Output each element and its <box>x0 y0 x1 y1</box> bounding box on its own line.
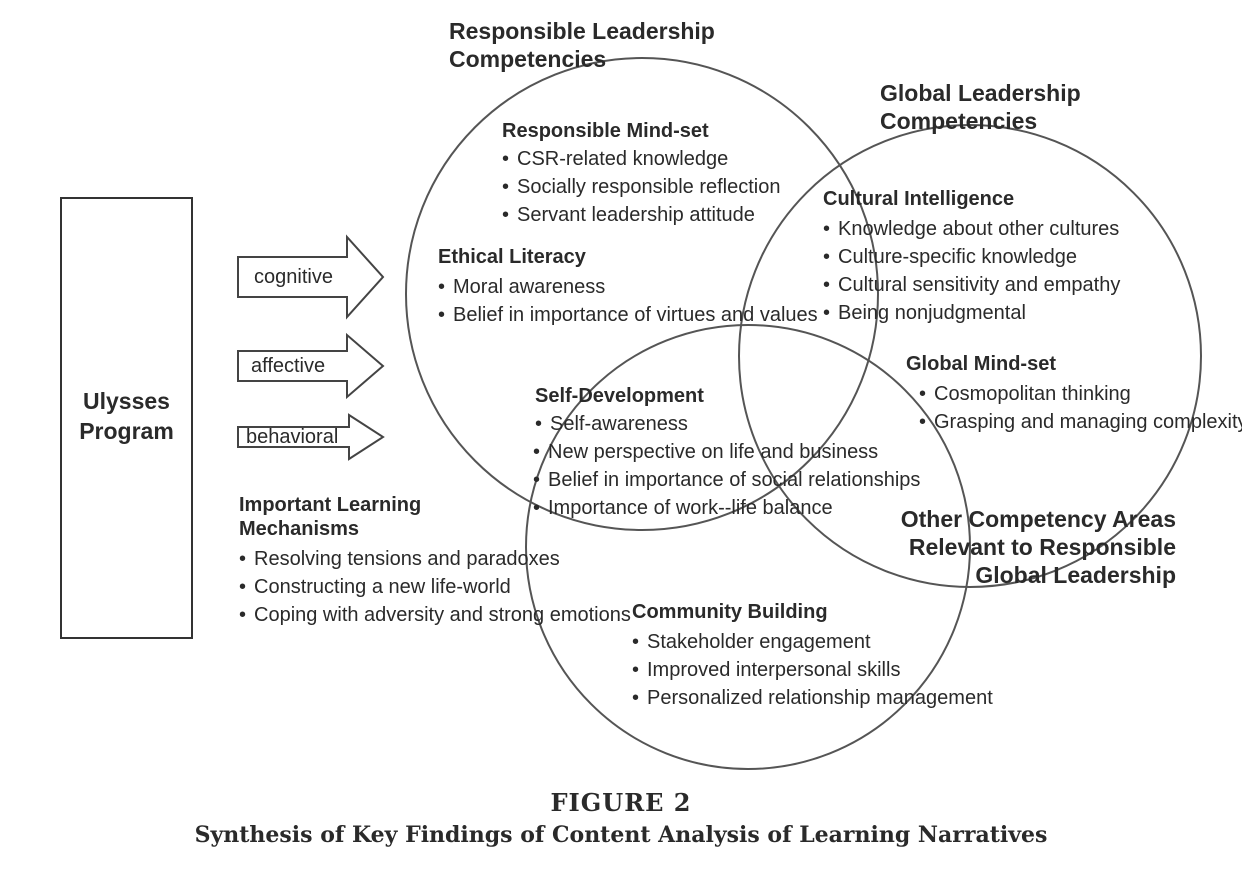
learning-mechanisms-list: Resolving tensions and paradoxes Constru… <box>239 547 631 627</box>
section-title: Responsible Mind-set <box>502 120 709 142</box>
learning-mechanisms: Important Learning Mechanisms Resolving … <box>239 493 631 631</box>
figure-label: FIGURE 2 <box>550 788 692 817</box>
list-item: Belief in importance of social relations… <box>533 468 920 492</box>
global-leadership-title: Global Leadership Competencies <box>880 80 1081 134</box>
section-title: Community Building <box>632 601 828 623</box>
program-box <box>60 197 193 639</box>
arrow-cognitive <box>237 234 385 320</box>
global-mindset-list: Cosmopolitan thinking Grasping and manag… <box>919 382 1242 434</box>
list-item: Being nonjudgmental <box>823 301 1120 325</box>
list-item: New perspective on life and business <box>533 440 878 464</box>
list-item: Grasping and managing complexity <box>919 410 1242 434</box>
self-development-section: Self-Development Self-awareness New pers… <box>533 384 920 524</box>
cultural-intelligence-list: Knowledge about other cultures Culture-s… <box>823 217 1120 325</box>
arrow-behavioral <box>237 413 385 461</box>
list-item: Cultural sensitivity and empathy <box>823 273 1120 297</box>
list-item: Importance of work--life balance <box>533 496 858 520</box>
section-title: Cultural Intelligence <box>823 188 1015 210</box>
list-item: Personalized relationship management <box>632 686 993 710</box>
arrow-label-cognitive: cognitive <box>254 266 333 288</box>
list-item: Servant leadership attitude <box>502 203 780 227</box>
responsible-leadership-title: Responsible Leadership Competencies <box>449 18 715 72</box>
arrow-affective <box>237 332 385 400</box>
other-competency-title: Other Competency Areas Relevant to Respo… <box>900 506 1176 588</box>
global-mindset-section: Global Mind-set Cosmopolitan thinking Gr… <box>906 352 1242 438</box>
global-leadership-circle <box>738 124 1202 588</box>
learning-mechanisms-title: Important Learning Mechanisms <box>239 494 422 540</box>
ethical-literacy-list: Moral awareness Belief in importance of … <box>438 275 818 327</box>
community-building-section: Community Building Stakeholder engagemen… <box>632 600 993 714</box>
figure-caption: Synthesis of Key Findings of Content Ana… <box>194 822 1048 848</box>
section-title: Self-Development <box>535 385 704 407</box>
program-label: Ulysses Program <box>79 388 174 444</box>
list-item: Moral awareness <box>438 275 753 299</box>
list-item: Resolving tensions and paradoxes <box>239 547 560 571</box>
list-item: Socially responsible reflection <box>502 175 780 199</box>
self-development-list: Self-awareness New perspective on life a… <box>533 412 920 520</box>
list-item: Cosmopolitan thinking <box>919 382 1184 406</box>
list-item: Stakeholder engagement <box>632 630 927 654</box>
arrow-label-affective: affective <box>251 355 326 377</box>
list-item: Improved interpersonal skills <box>632 658 927 682</box>
list-item: Self-awareness <box>535 412 858 436</box>
arrow-label-behavioral: behavioral <box>246 426 339 448</box>
responsible-mindset-section: Responsible Mind-set CSR-related knowled… <box>502 119 780 231</box>
list-item: Constructing a new life-world <box>239 575 511 599</box>
list-item: CSR-related knowledge <box>502 147 780 171</box>
ethical-literacy-section: Ethical Literacy Moral awareness Belief … <box>438 245 818 331</box>
responsible-mindset-list: CSR-related knowledge Socially responsib… <box>502 147 780 227</box>
community-building-list: Stakeholder engagement Improved interper… <box>632 630 993 710</box>
list-item: Belief in importance of virtues and valu… <box>438 303 818 327</box>
section-title: Global Mind-set <box>906 353 1056 375</box>
list-item: Knowledge about other cultures <box>823 217 1120 241</box>
cultural-intelligence-section: Cultural Intelligence Knowledge about ot… <box>823 187 1120 329</box>
list-item: Coping with adversity and strong emotion… <box>239 603 631 627</box>
section-title: Ethical Literacy <box>438 246 586 268</box>
list-item: Culture-specific knowledge <box>823 245 1120 269</box>
